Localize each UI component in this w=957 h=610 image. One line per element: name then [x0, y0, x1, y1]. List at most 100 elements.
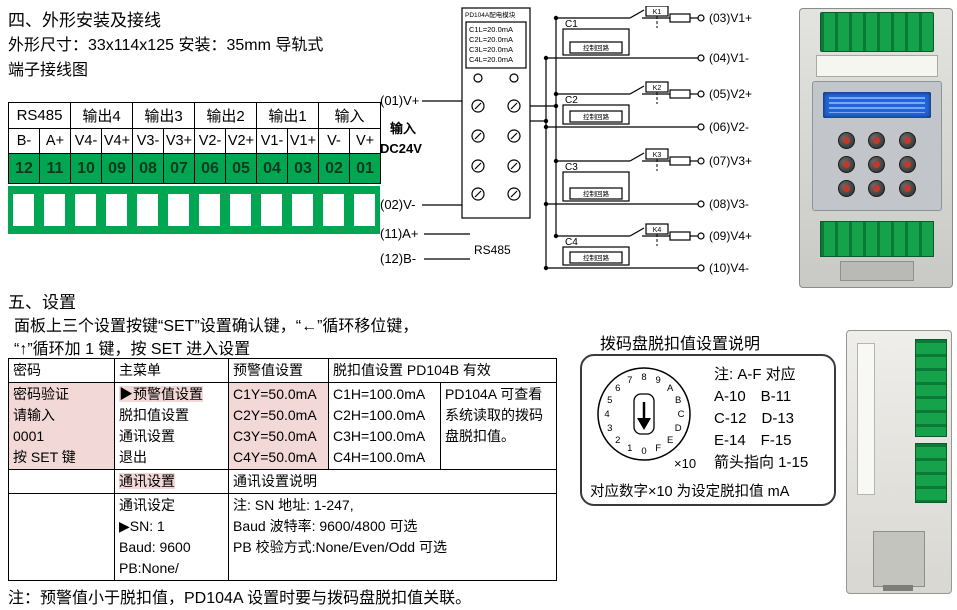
- terminal-number: 09: [101, 153, 133, 184]
- warn-value: C4Y=50.0mA: [233, 449, 317, 465]
- terminal-number: 10: [70, 153, 102, 184]
- warn-value: C1Y=50.0mA: [233, 386, 317, 402]
- channel-1: K1 (03)V1+ (04)V1- 控制回路 C1: [543, 6, 752, 65]
- comm-setting-line: ▶SN: 1: [119, 518, 165, 534]
- side-terminal-connector-1: [915, 339, 947, 437]
- device-label-strip: [816, 55, 938, 77]
- device-mount-foot: [840, 261, 914, 281]
- trip-value: C4H=100.0mA: [333, 449, 426, 465]
- comm-header-row: 通讯设置 通讯设置说明: [8, 469, 557, 494]
- terminal-group-row: RS485 输出4 输出3 输出2 输出1 输入: [8, 102, 382, 129]
- terminal-group: 输出1: [256, 102, 319, 129]
- section4-subtitle: 端子接线图: [8, 62, 89, 79]
- device-terminal-connector-bottom: [820, 221, 934, 257]
- control-loop-label: 控制回路: [583, 112, 610, 121]
- device-button: [868, 179, 886, 197]
- dial-bottom-note: 对应数字×10 为设定脱扣值 mA: [590, 484, 790, 500]
- channel-4: K4 (09)V4+ (10)V4- 控制回路 C4: [543, 223, 752, 275]
- dial-diagram: 0 1 2 3 4 5 6 7 8 9 A B C D E F ×10: [597, 367, 696, 471]
- password-line: 按 SET 键: [13, 449, 76, 465]
- settings-header-menu: 主菜单: [114, 358, 229, 383]
- password-line: 请输入: [13, 407, 55, 423]
- terminal-number: 08: [132, 153, 164, 184]
- channel-2: K2 (05)V2+ (06)V2- 控制回路 C2: [543, 81, 752, 134]
- dial-number: 5: [607, 395, 612, 406]
- empty-cell: [8, 493, 115, 581]
- din-rail-clip: [873, 531, 925, 587]
- terminal-pin: V1-: [256, 128, 288, 154]
- password-line: 密码验证: [13, 386, 69, 402]
- dial-number: 1: [627, 443, 632, 454]
- comm-setting-line: PB:None/: [119, 560, 179, 576]
- password-cell: 密码验证 请输入 0001 按 SET 键: [8, 382, 115, 470]
- warn-value: C3Y=50.0mA: [233, 428, 317, 444]
- dial-number: 6: [615, 383, 620, 394]
- dial-number: B: [675, 395, 681, 406]
- terminal-hole: [106, 194, 127, 226]
- settings-header-password: 密码: [8, 358, 115, 383]
- terminal-hole: [354, 194, 375, 226]
- input-label: 输入: [390, 121, 416, 136]
- comm-description-cell: 注: SN 地址: 1-247, Baud 波特率: 9600/4800 可选 …: [228, 493, 557, 581]
- device-button: [837, 179, 855, 197]
- trip-value: C3H=100.0mA: [333, 428, 426, 444]
- wiring-diagram: (01)V+ 输入 DC24V (02)V- (11)A+ (12)B- RS4…: [380, 6, 752, 275]
- trip-value: C1H=100.0mA: [333, 386, 426, 402]
- dial-number: 0: [641, 446, 646, 457]
- side-note-cell: PD104A 可查看系统读取的拨码盘脱扣值。: [440, 382, 557, 470]
- dial-notes: 注: A-F 对应 A-10 B-11 C-12 D-13 E-14 F-15 …: [714, 364, 808, 474]
- dial-title: 拨码盘脱扣值设置说明: [600, 336, 761, 353]
- device-button: [868, 155, 886, 173]
- channel-label: C4: [565, 237, 578, 248]
- dial-multiplier: ×10: [674, 456, 696, 471]
- device-terminal-connector-top: [820, 12, 934, 52]
- password-line: 0001: [13, 428, 45, 444]
- dial-note: 箭头指向 1-15: [714, 454, 809, 471]
- aplus-label: (11)A+: [380, 226, 418, 241]
- comm-tab-cell: 通讯设置: [114, 469, 229, 494]
- section5-title: 五、设置: [8, 293, 76, 312]
- device-photo-front: [799, 8, 953, 288]
- module-line: C2L=20.0mA: [469, 35, 513, 44]
- rs485-label: RS485: [474, 243, 511, 257]
- terminal-hole: [230, 194, 251, 226]
- terminal-hole: [323, 194, 344, 226]
- terminal-pin: V3-: [132, 128, 164, 154]
- terminal-number: 06: [194, 153, 226, 184]
- terminal-pin: V3+: [163, 128, 195, 154]
- terminal-number: 12: [8, 153, 40, 184]
- section5-line2: “↑”循环加 1 键，按 SET 进入设置: [14, 341, 251, 358]
- dial-number: 3: [607, 423, 612, 434]
- output-label: (09)V4+: [709, 229, 752, 243]
- input-voltage-label: DC24V: [380, 141, 422, 156]
- terminal-pin: V2-: [194, 128, 226, 154]
- dial-number: F: [655, 443, 661, 454]
- terminal-hole: [75, 194, 96, 226]
- terminal-number: 11: [39, 153, 71, 184]
- terminal-hole: [199, 194, 220, 226]
- output-label: (05)V2+: [709, 87, 752, 101]
- relay-label: K1: [653, 9, 662, 16]
- terminal-pin: B-: [8, 128, 40, 154]
- terminal-pin: A+: [39, 128, 71, 154]
- terminal-number: 05: [225, 153, 257, 184]
- trip-values-cell: C1H=100.0mA C2H=100.0mA C3H=100.0mA C4H=…: [328, 382, 441, 470]
- control-loop-label: 控制回路: [583, 189, 610, 198]
- warn-values-cell: C1Y=50.0mA C2Y=50.0mA C3Y=50.0mA C4Y=50.…: [228, 382, 329, 470]
- terminal-group: 输入: [317, 102, 382, 129]
- dial-note: A-10 B-11: [714, 388, 792, 405]
- module-title: PD104A配电模块: [465, 10, 516, 19]
- settings-header-trip: 脱扣值设置 PD104B 有效: [328, 358, 557, 383]
- dial-number: 2: [615, 435, 620, 446]
- comm-header-cell: 通讯设置说明: [228, 469, 557, 494]
- device-button: [837, 131, 855, 149]
- channel-3: K3 (07)V3+ (08)V3- 控制回路 C3: [543, 148, 752, 211]
- terminal-pin: V4+: [101, 128, 133, 154]
- comm-desc-line: Baud 波特率: 9600/4800 可选: [233, 518, 418, 534]
- terminal-group: 输出2: [194, 102, 257, 129]
- channel-label: C1: [565, 19, 578, 30]
- terminal-pin: V-: [318, 128, 350, 154]
- device-button: [899, 155, 917, 173]
- terminal-number-row: 12 11 10 09 08 07 06 05 04 03 02 01: [8, 153, 382, 184]
